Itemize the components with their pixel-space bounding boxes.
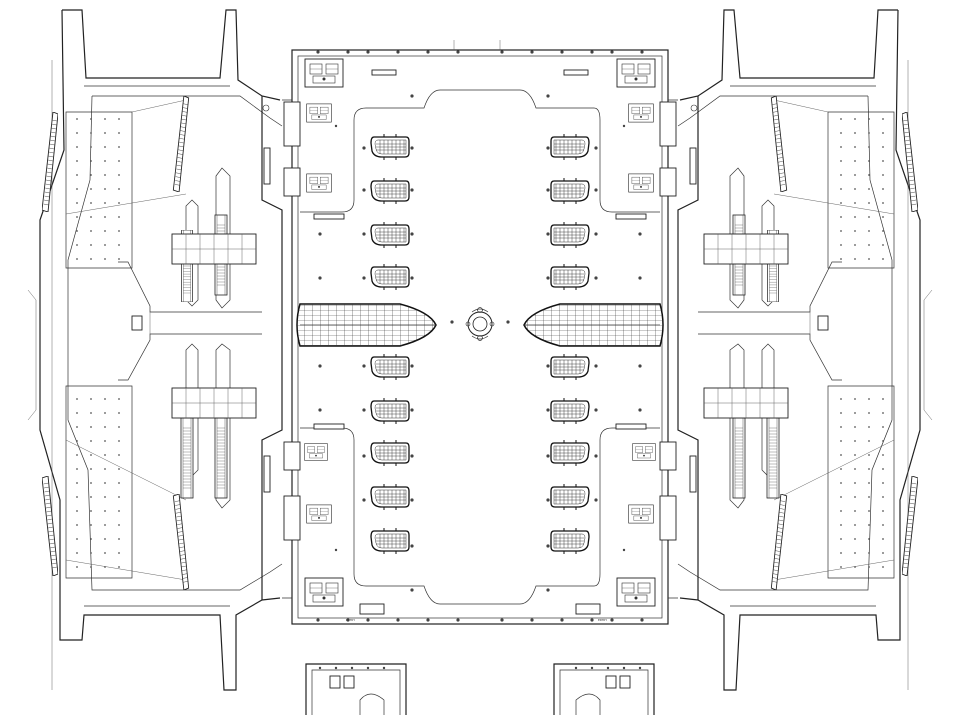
left-escalator-banks — [171, 167, 257, 509]
entry-label-left: ENTRY — [346, 618, 355, 622]
service-cores-right — [563, 58, 698, 615]
right-wing — [677, 9, 933, 691]
bottom-entrance-right — [553, 663, 655, 715]
entry-label-right: ENTRY — [598, 618, 607, 622]
left-connector-corridor — [118, 261, 262, 381]
left-lower-dot-panel — [65, 385, 187, 581]
bottom-entrance-left — [305, 663, 407, 715]
gridshell-lens-right — [523, 303, 664, 347]
gridshell-lens-left — [296, 303, 437, 347]
left-upper-dot-panel — [65, 99, 187, 269]
central-hall — [261, 40, 699, 625]
service-cores-left — [262, 58, 397, 615]
central-fountain — [465, 307, 495, 341]
column-grid — [316, 50, 644, 622]
